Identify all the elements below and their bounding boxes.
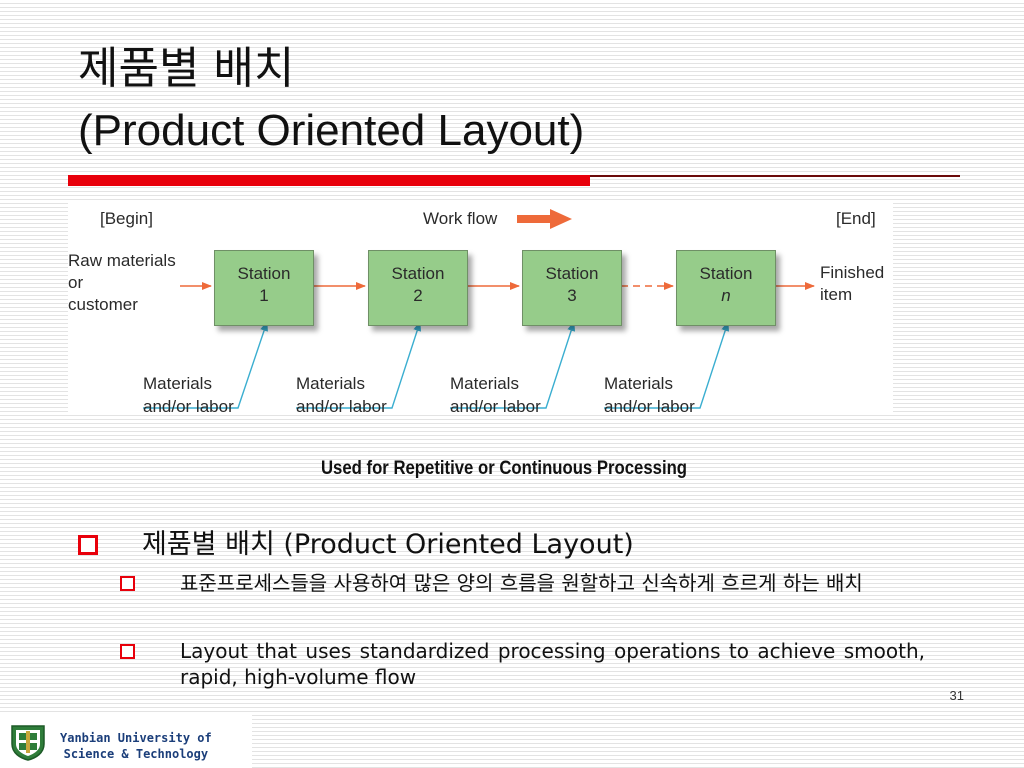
university-name: Yanbian University of Science & Technolo… [60, 730, 212, 762]
diagram-arrows [143, 209, 815, 409]
labor-text: and/or labor [604, 397, 695, 416]
station-3: Station 3 [522, 250, 622, 326]
station-n: Station n [676, 250, 776, 326]
station-1: Station 1 [214, 250, 314, 326]
input-label: Raw materials or customer [68, 250, 176, 316]
materials-text: Materials [450, 374, 519, 393]
footer: Yanbian University of Science & Technolo… [0, 714, 252, 768]
product-layout-diagram: [Begin] Work flow [End] Raw materials or… [68, 200, 893, 418]
university-name-line2: Science & Technology [63, 747, 209, 761]
input-label-line: or [68, 273, 84, 292]
materials-text: Materials [143, 374, 212, 393]
station-number: 3 [567, 286, 577, 305]
workflow-label: Work flow [423, 209, 498, 228]
end-label: [End] [836, 209, 876, 228]
station-number: 2 [413, 286, 423, 305]
materials-label-1: Materials and/or labor [143, 372, 234, 418]
bullet-level2-text: Layout that uses standardized processing… [180, 639, 925, 689]
materials-arrow-3 [450, 321, 576, 409]
output-label: Finished item [820, 262, 884, 306]
title-underline-red [68, 175, 590, 186]
bullet-level1-text: 제품별 배치 (Product Oriented Layout) [142, 529, 634, 560]
slide-title: 제품별 배치 (Product Oriented Layout) [78, 38, 584, 162]
input-label-line: customer [68, 295, 138, 314]
materials-arrow-1 [143, 321, 268, 409]
square-bullet-icon [120, 644, 135, 659]
bullet-level2-text: 표준프로세스들을 사용하여 많은 양의 흐름을 원할하고 신속하게 흐르게 하는… [180, 571, 863, 595]
materials-label-3: Materials and/or labor [450, 372, 541, 418]
materials-text: Materials [604, 374, 673, 393]
labor-text: and/or labor [450, 397, 541, 416]
output-label-line: item [820, 285, 853, 304]
labor-text: and/or labor [143, 397, 234, 416]
station-name: Station [391, 264, 445, 283]
workflow-arrow [517, 209, 572, 229]
square-bullet-icon [78, 535, 98, 555]
station-2: Station 2 [368, 250, 468, 326]
university-logo-icon [11, 725, 45, 761]
title-english: (Product Oriented Layout) [78, 106, 585, 155]
title-korean: 제품별 배치 [78, 43, 295, 94]
materials-arrow-2 [296, 321, 422, 409]
station-number: 1 [259, 286, 269, 305]
station-number: n [721, 286, 731, 305]
slide-number: 31 [949, 688, 964, 703]
materials-label-2: Materials and/or labor [296, 372, 387, 418]
input-label-line: Raw materials [68, 251, 176, 270]
station-name: Station [545, 264, 599, 283]
begin-label: [Begin] [100, 209, 153, 228]
station-name: Station [237, 264, 291, 283]
title-underline-dark [590, 175, 960, 177]
output-label-line: Finished [820, 263, 885, 282]
materials-text: Materials [296, 374, 365, 393]
labor-text: and/or labor [296, 397, 387, 416]
university-name-line1: Yanbian University of [60, 731, 212, 745]
station-name: Station [699, 264, 753, 283]
materials-label-n: Materials and/or labor [604, 372, 695, 418]
materials-arrow-n [604, 321, 730, 409]
square-bullet-icon [120, 576, 135, 591]
diagram-caption: Used for Repetitive or Continuous Proces… [320, 458, 688, 479]
